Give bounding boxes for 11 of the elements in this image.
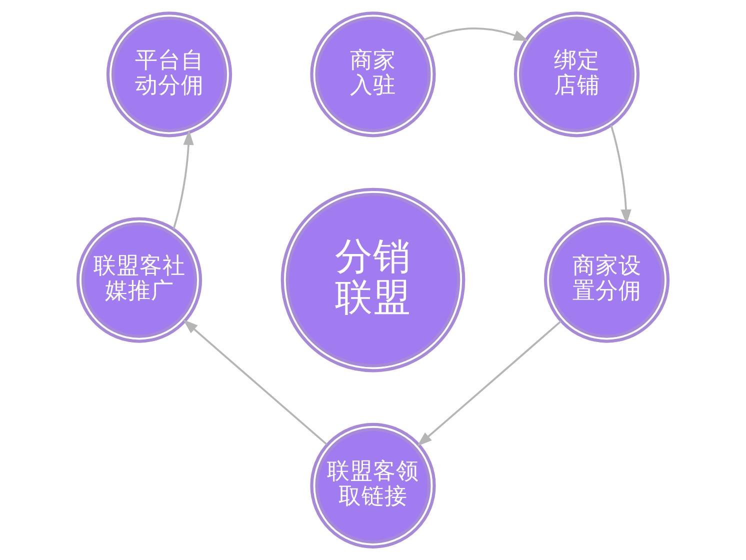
- arrow: [417, 320, 562, 446]
- node-circle: 商家入驻: [310, 12, 436, 138]
- node-circle: 平台自动分佣: [106, 12, 232, 138]
- arrow: [610, 125, 632, 224]
- arrow: [172, 130, 194, 230]
- node-circle: 联盟客社媒推广: [76, 217, 202, 343]
- arrow: [424, 28, 529, 42]
- node-circle: 联盟客领取链接: [310, 422, 436, 548]
- node-circle: 分销联盟: [280, 188, 466, 372]
- node-circle: 商家设置分佣: [544, 217, 670, 343]
- arrow: [183, 319, 328, 446]
